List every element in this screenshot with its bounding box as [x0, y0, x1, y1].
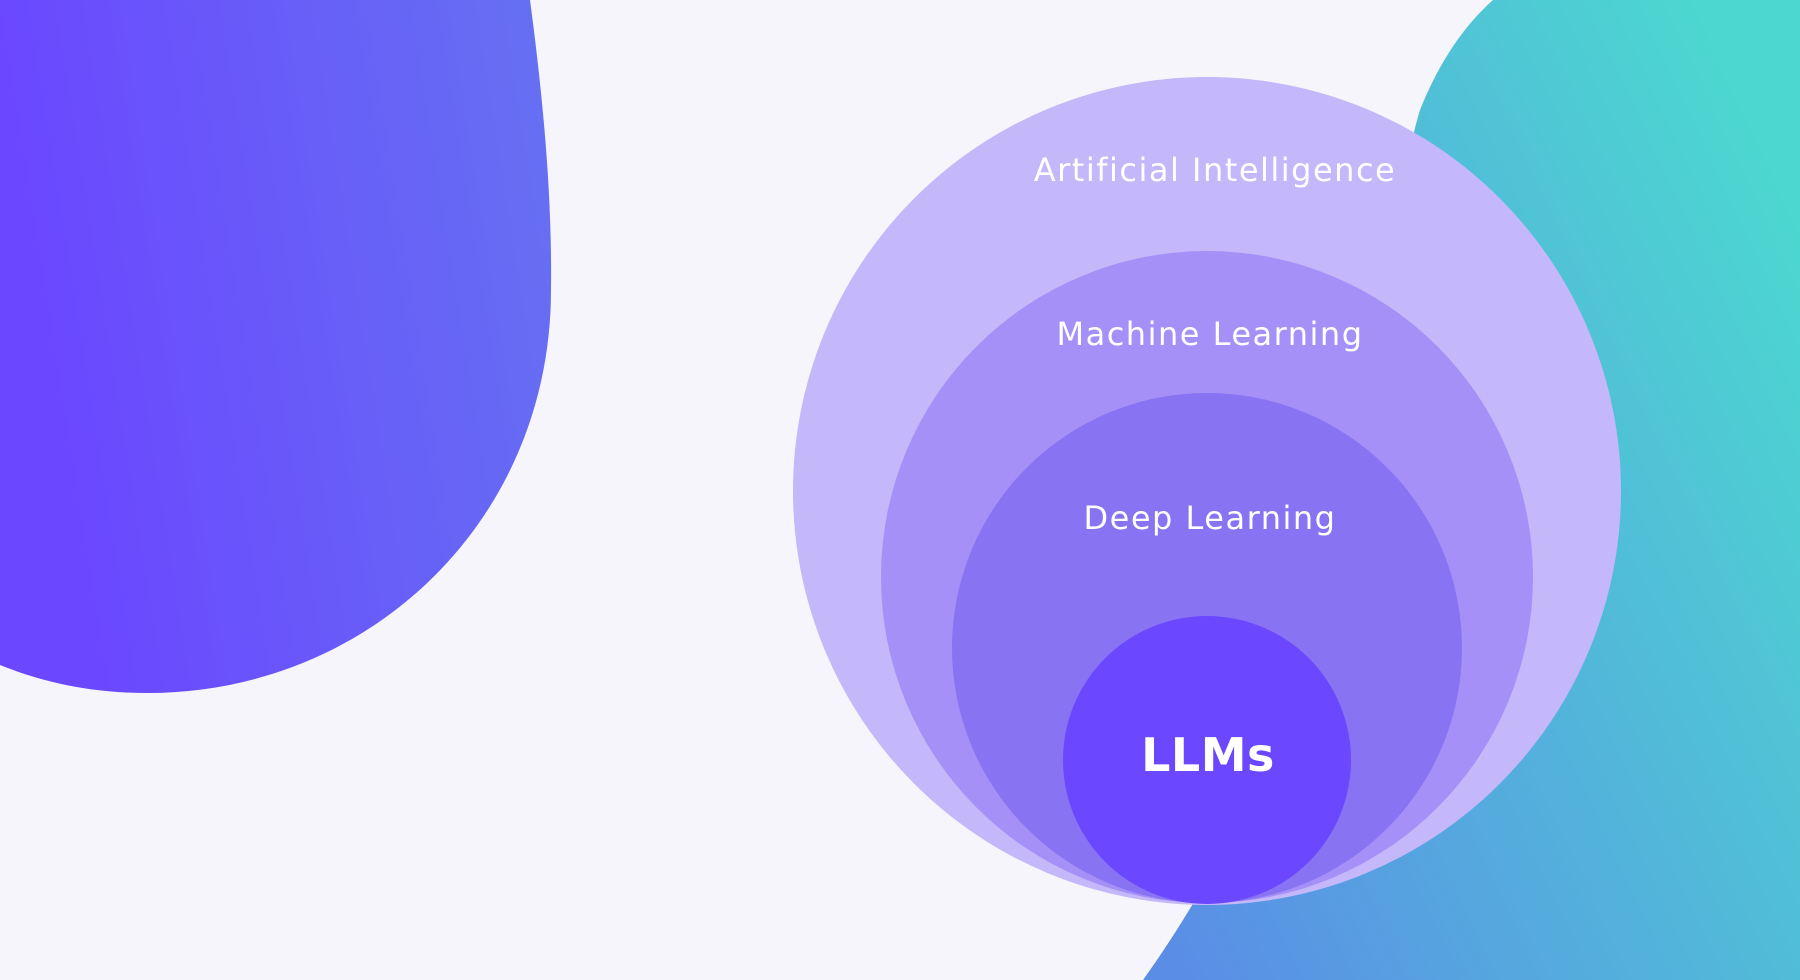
label-llms-text: LLMs	[1141, 728, 1275, 782]
left-decorative-blob	[0, 0, 552, 693]
label-box-llm: LLMs	[0, 728, 1800, 788]
label-deep-learning-text: Deep Learning	[1083, 499, 1337, 537]
label-box-ml: Machine Learning	[0, 315, 1800, 375]
label-box-ai: Artificial Intelligence	[0, 151, 1800, 211]
label-artificial-intelligence-text: Artificial Intelligence	[1033, 151, 1397, 189]
ring-llms	[1063, 616, 1351, 904]
label-box-dl: Deep Learning	[0, 499, 1800, 559]
label-machine-learning-text: Machine Learning	[1056, 315, 1364, 353]
